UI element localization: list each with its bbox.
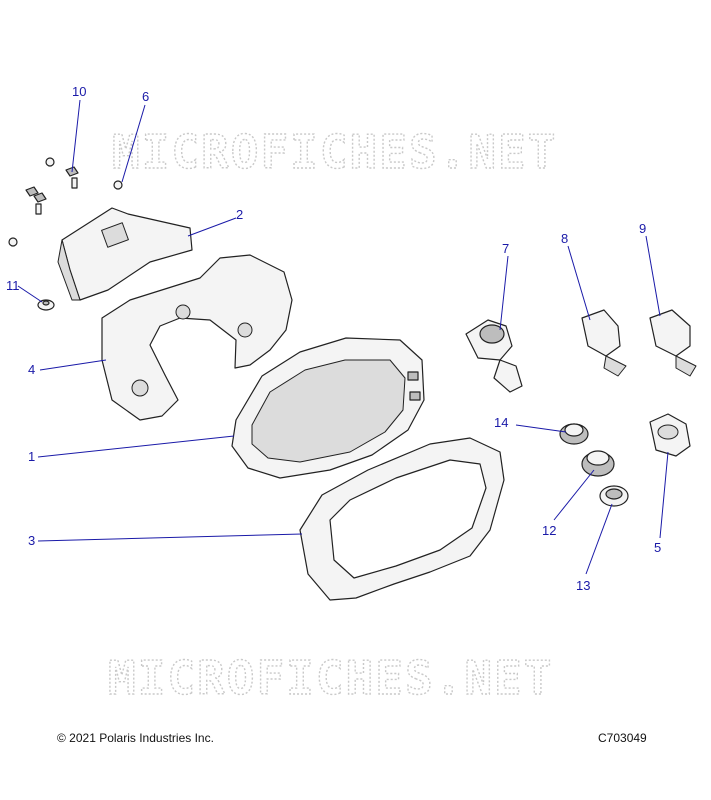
part-ignition-switch <box>465 319 523 393</box>
part-switch-9 <box>649 309 697 377</box>
part-switch-8 <box>581 309 627 377</box>
watermark-bottom: MICROFICHES.NET <box>108 651 553 705</box>
part-grommet <box>37 299 55 311</box>
part-front-bezel <box>299 437 505 601</box>
callout-4: 4 <box>28 362 35 377</box>
callout-13: 13 <box>576 578 590 593</box>
callout-8: 8 <box>561 231 568 246</box>
callout-1: 1 <box>28 449 35 464</box>
callout-10: 10 <box>72 84 86 99</box>
part-13 <box>599 485 629 507</box>
callout-9: 9 <box>639 221 646 236</box>
leader-lines <box>17 99 669 575</box>
callout-2: 2 <box>236 207 243 222</box>
callout-5: 5 <box>654 540 661 555</box>
part-screws <box>8 157 123 247</box>
callout-6: 6 <box>142 89 149 104</box>
part-5 <box>649 413 691 457</box>
copyright-text: © 2021 Polaris Industries Inc. <box>57 731 214 745</box>
part-12 <box>581 450 615 477</box>
callout-7: 7 <box>502 241 509 256</box>
drawing-id: C703049 <box>598 731 647 745</box>
callout-11: 11 <box>6 278 20 293</box>
part-gauge-cluster <box>231 337 425 479</box>
part-14 <box>559 423 589 445</box>
part-bracket <box>57 207 193 301</box>
callout-14: 14 <box>494 415 508 430</box>
callout-3: 3 <box>28 533 35 548</box>
part-rear-housing <box>101 254 293 421</box>
callout-12: 12 <box>542 523 556 538</box>
watermark-top: MICROFICHES.NET <box>112 125 557 179</box>
